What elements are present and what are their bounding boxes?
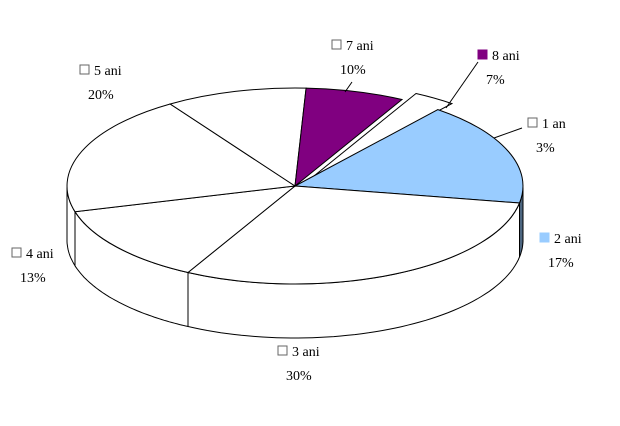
slice-category-label: 4 ani: [26, 247, 54, 262]
slice-4-ani: [74, 185, 297, 274]
slice-category-label: 3 ani: [292, 345, 320, 360]
slice-value-label: 30%: [286, 369, 312, 384]
slice-value-label: 20%: [88, 88, 114, 103]
slice-2-ani: [293, 109, 524, 204]
legend-swatch: [79, 64, 90, 75]
leader-line: [493, 127, 523, 139]
slice-labels: 1 an 3% 2 ani 17% 3 ani 30% 4 ani 13% 5 ani 20% 7 …: [11, 39, 582, 384]
slice-category-label: 5 ani: [94, 64, 122, 79]
slice-category-label: 2 ani: [554, 232, 582, 247]
slice-value-label: 3%: [536, 141, 555, 156]
legend-swatch: [277, 345, 288, 356]
slice-category-label: 8 ani: [492, 49, 520, 64]
pie-slices: [66, 87, 524, 285]
leader-line: [344, 81, 353, 93]
slice-category-label: 7 ani: [346, 39, 374, 54]
slice-value-label: 10%: [340, 63, 366, 78]
slice-5-ani: [66, 103, 297, 213]
legend-swatch: [527, 117, 538, 128]
slice-value-label: 13%: [20, 271, 46, 286]
slice-category-label: 1 an: [542, 117, 566, 132]
legend-swatch: [331, 39, 342, 50]
slice-3-ani: [186, 185, 521, 285]
legend-swatch: [477, 49, 488, 60]
legend-swatch: [539, 232, 550, 243]
leader-line: [445, 61, 479, 109]
slice-value-label: 7%: [486, 73, 505, 88]
slice-1-an: [308, 92, 454, 181]
slice-value-label: 17%: [548, 256, 574, 271]
legend-swatch: [11, 247, 22, 258]
slice-7-ani: [169, 87, 307, 187]
leader-lines: [344, 61, 523, 139]
slice-8-ani: [294, 87, 404, 188]
